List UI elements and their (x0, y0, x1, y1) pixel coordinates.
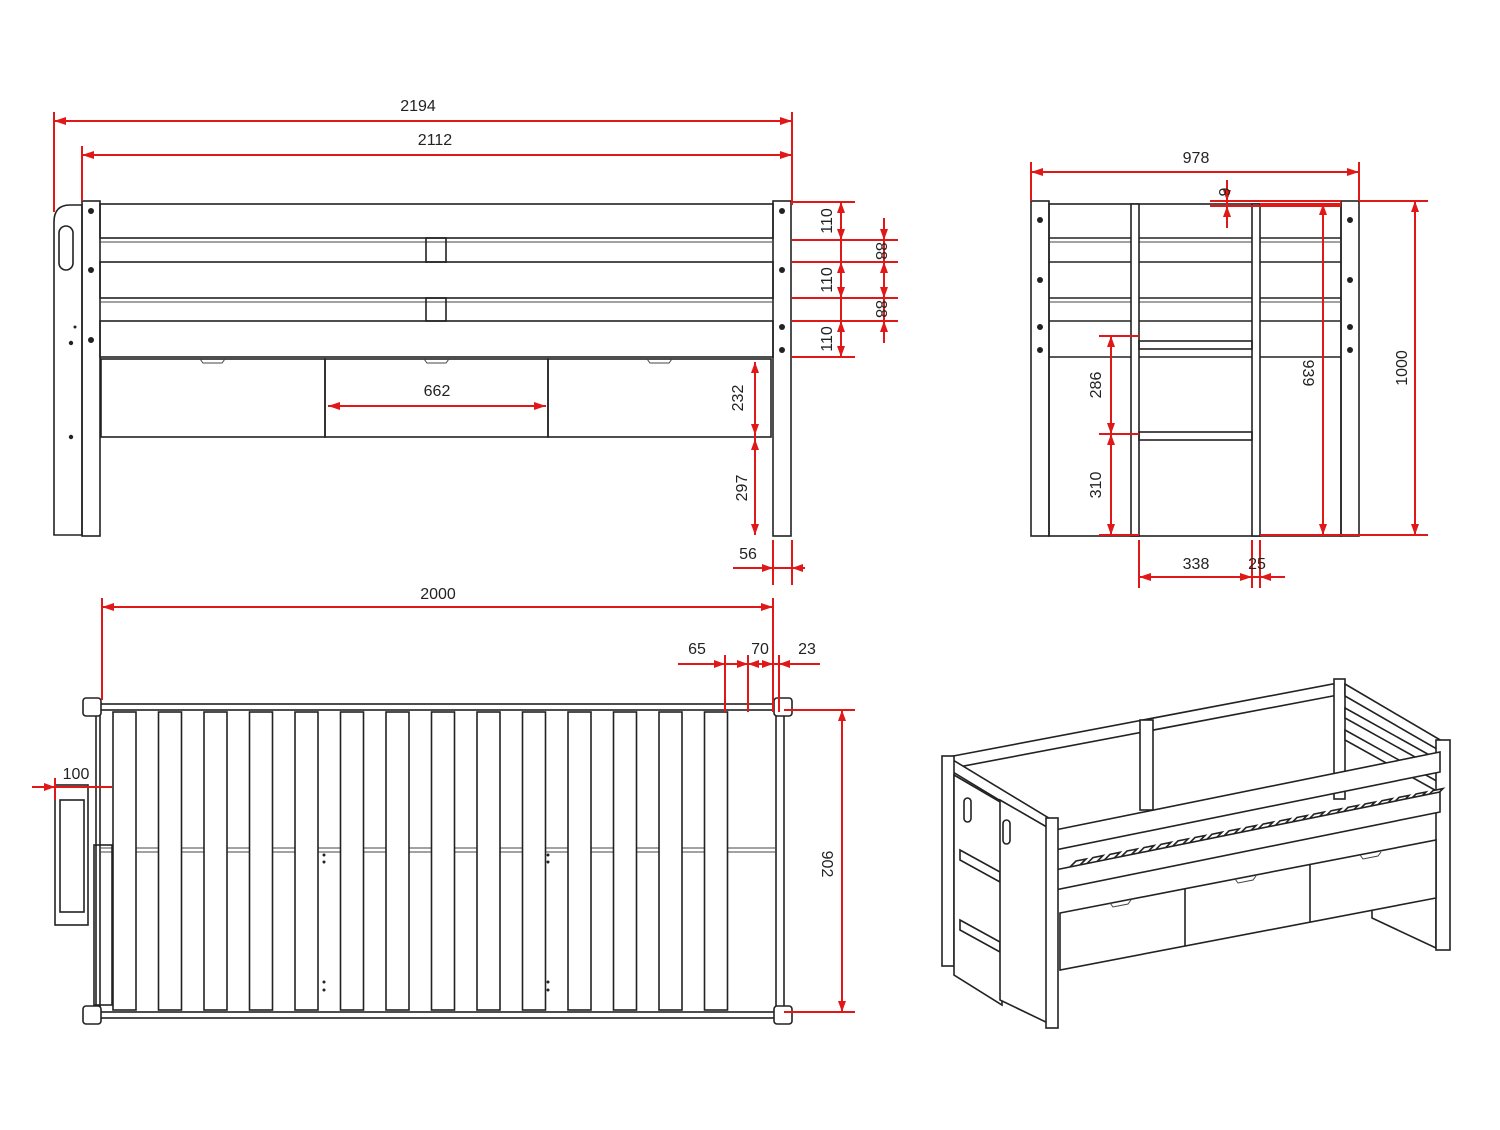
front-view (53, 200, 792, 537)
top-view-dimensions: 2000 65 70 23 100 902 (32, 586, 855, 1013)
end-right-post (1340, 200, 1360, 537)
dim-post-depth: 65 (688, 641, 706, 658)
dim-overall-height: 1000 (1394, 350, 1411, 386)
screw-mark (546, 860, 550, 864)
bed-slat (521, 711, 547, 1011)
drawer-right (547, 358, 772, 438)
dim-mattress-length: 2000 (420, 586, 456, 603)
bed-slat (157, 711, 183, 1011)
screw-mark (322, 853, 326, 857)
drawer-left (100, 358, 326, 438)
end-view-dimensions: 978 6 286 310 939 1000 338 (1030, 150, 1428, 588)
screw-mark (546, 853, 550, 857)
corner-post (773, 697, 793, 717)
bed-slat (476, 711, 501, 1011)
right-post (772, 200, 792, 537)
dim-top-post-width: 70 (751, 641, 769, 658)
top-view (54, 697, 793, 1025)
middle-rail (99, 261, 774, 299)
top-inner-frame (99, 709, 777, 1013)
rail-spacer (425, 237, 447, 263)
dim-top-offset: 6 (1215, 188, 1232, 197)
screw-mark (546, 980, 550, 984)
top-frame (95, 703, 785, 1019)
dim-clearance-height: 297 (734, 475, 751, 502)
dim-gap-upper: 88 (872, 242, 889, 260)
corner-post (773, 1005, 793, 1025)
dim-post-width: 56 (739, 546, 757, 563)
end-view (1030, 200, 1360, 537)
corner-post (82, 697, 102, 717)
dim-ladder-rail-width: 25 (1248, 556, 1266, 573)
bed-slat (430, 711, 456, 1011)
bed-slat (703, 711, 729, 1011)
iso-front-left-panel (999, 798, 1053, 1027)
slat-group (112, 711, 729, 1011)
dim-rail-height-low: 110 (819, 326, 836, 352)
dim-drawer-height: 232 (730, 385, 747, 412)
screw-mark (322, 860, 326, 864)
rail-spacer (425, 297, 447, 322)
dim-overall-length: 2194 (400, 98, 436, 115)
dim-rail-height-top: 110 (819, 208, 836, 234)
dim-bottom-rung-height: 310 (1088, 472, 1105, 499)
front-view-dimensions: 2194 2112 110 110 110 88 88 662 (53, 98, 898, 585)
dim-gap-lower: 88 (872, 300, 889, 318)
corner-post (82, 1005, 102, 1025)
bed-slat (339, 711, 365, 1011)
screw-mark (322, 988, 326, 992)
dim-inner-height: 939 (1299, 360, 1316, 387)
left-post (81, 200, 101, 537)
dim-ladder-offset: 100 (63, 766, 90, 783)
iso-back-left-post (941, 755, 955, 967)
handle-slot (58, 225, 74, 271)
bed-slat (112, 711, 137, 1011)
dim-rail-offset: 23 (798, 641, 816, 658)
dim-overall-width: 978 (1183, 150, 1210, 167)
top-ladder-step (59, 799, 85, 913)
dim-mattress-width: 902 (818, 851, 835, 878)
bed-slat (248, 711, 274, 1011)
bed-slat (294, 711, 319, 1011)
iso-handle-slot (963, 797, 972, 823)
bed-slat (385, 711, 410, 1011)
screw-mark (546, 988, 550, 992)
bed-slat (658, 711, 683, 1011)
end-panel (1048, 203, 1342, 537)
top-rail (99, 203, 774, 239)
dim-ladder-width: 338 (1183, 556, 1210, 573)
dim-inner-length: 2112 (418, 132, 453, 149)
dim-rung-spacing: 286 (1088, 372, 1105, 399)
screw-mark (322, 980, 326, 984)
top-ladder-rail (93, 844, 113, 1006)
iso-front-left-post (1045, 817, 1059, 1029)
iso-left-panel (953, 773, 1003, 1007)
ladder-rail-left (1130, 203, 1140, 537)
ladder-rung-upper (1138, 340, 1253, 350)
left-end-panel (53, 204, 83, 536)
dim-drawer-width: 662 (424, 383, 451, 400)
top-ladder (54, 784, 89, 926)
bed-slat (203, 711, 228, 1011)
bed-slat (612, 711, 638, 1011)
end-left-post (1030, 200, 1050, 537)
ladder-rail-right (1251, 203, 1261, 537)
bottom-rail (99, 320, 774, 358)
dim-rail-height-mid: 110 (819, 267, 836, 293)
iso-drawer-front (1059, 839, 1437, 971)
iso-back-ladder (1139, 719, 1154, 811)
bed-slat (567, 711, 592, 1011)
ladder-rung-lower (1138, 431, 1253, 441)
isometric-view (941, 678, 1451, 1029)
